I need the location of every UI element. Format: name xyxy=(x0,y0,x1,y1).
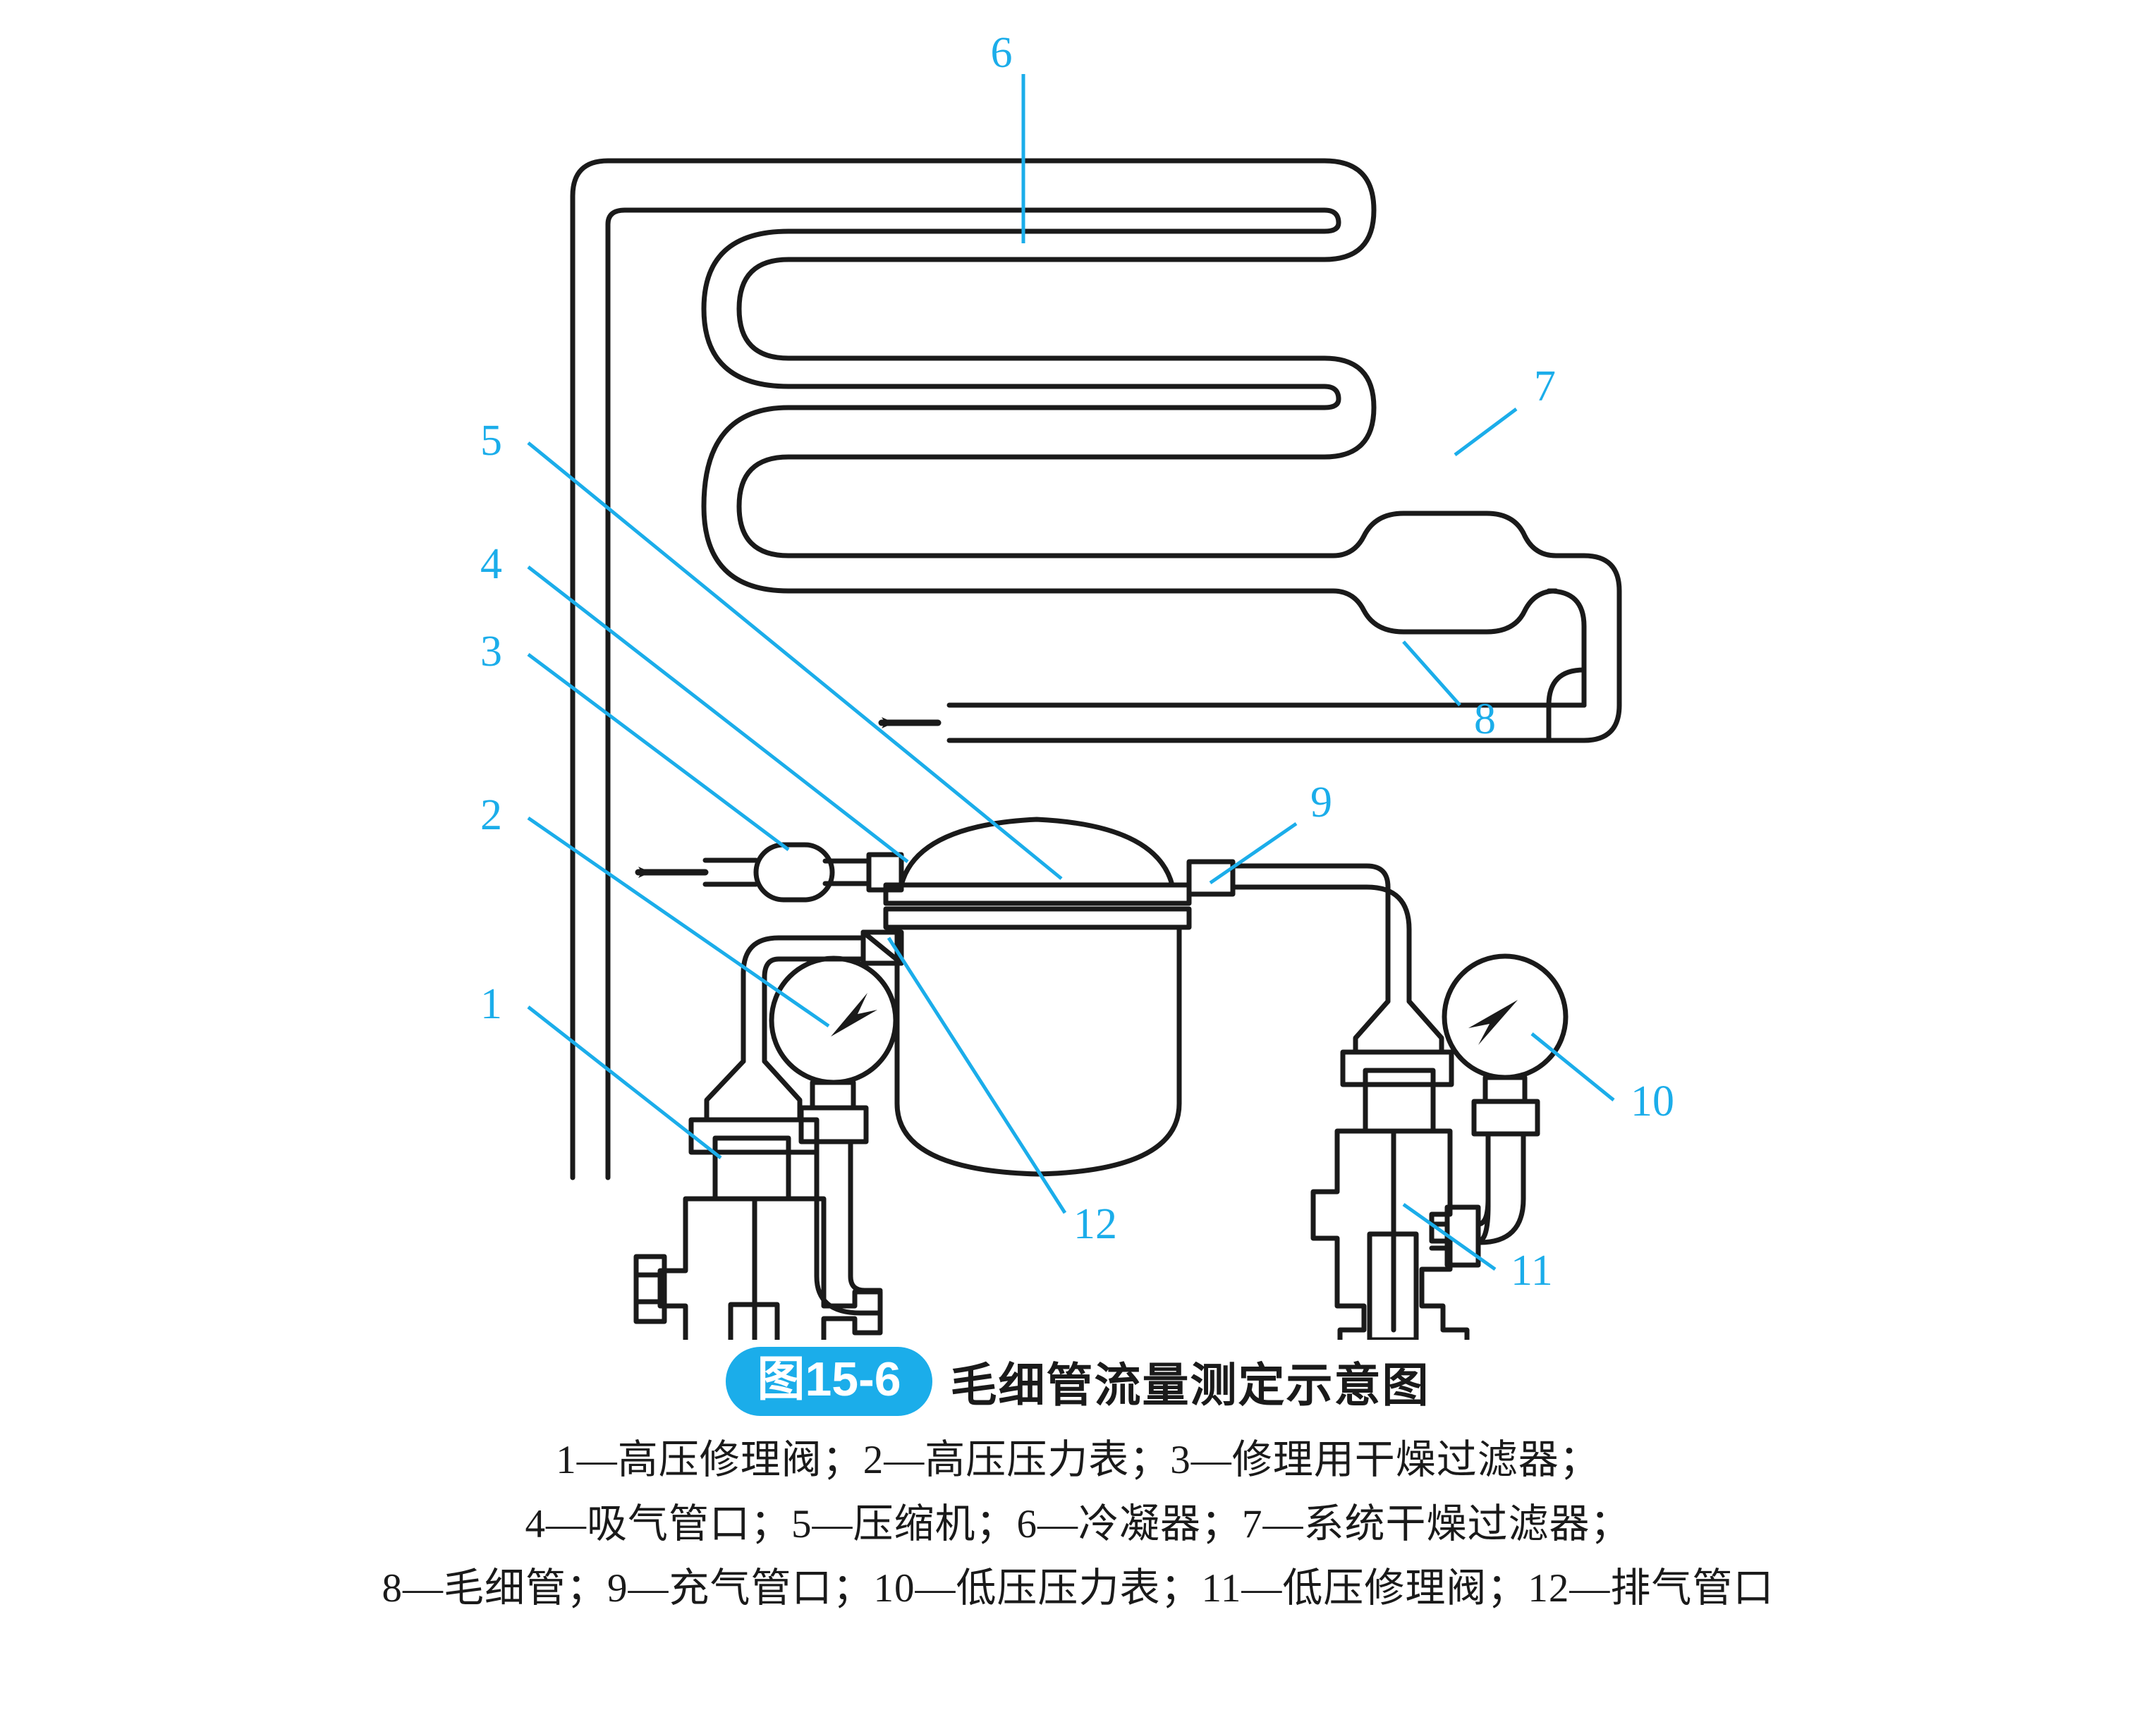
charging-port xyxy=(1186,859,1412,1004)
legend-line-3: 8—毛细管；9—充气管口；10—低压压力表；11—低压修理阀；12—排气管口 xyxy=(382,1566,1774,1611)
low-pressure-gauge-needle xyxy=(1468,1000,1518,1045)
discharge-port xyxy=(860,929,904,966)
legend-line-2: 4—吸气管口；5—压缩机；6—冷凝器；7—系统干燥过滤器； xyxy=(525,1502,1631,1547)
callout-label-8: 8 xyxy=(1474,695,1496,743)
leader-2 xyxy=(527,816,830,1028)
high-pressure-gauge xyxy=(769,955,899,1316)
callout-leaders xyxy=(527,74,1615,1271)
callout-label-11: 11 xyxy=(1511,1247,1553,1295)
schematic-diagram: 6 7 8 5 4 3 2 1 9 10 11 12 xyxy=(480,29,1674,1340)
leader-5 xyxy=(527,441,1063,880)
leader-12 xyxy=(887,936,1067,1214)
callout-label-12: 12 xyxy=(1073,1200,1117,1248)
figure-caption-block: 图15-6 毛细管流量测定示意图 1—高压修理阀；2—高压压力表；3—修理用干燥… xyxy=(0,1347,2156,1608)
high-pressure-service-valve xyxy=(633,1058,883,1340)
discharge-pipe xyxy=(741,935,866,1064)
callout-label-4: 4 xyxy=(480,540,502,588)
callout-label-9: 9 xyxy=(1310,778,1332,826)
low-pressure-gauge xyxy=(1442,953,1569,1245)
callout-label-5: 5 xyxy=(480,417,502,465)
leader-1 xyxy=(527,1006,722,1159)
legend-line-1: 1—高压修理阀；2—高压压力表；3—修理用干燥过滤器； xyxy=(556,1438,1600,1483)
capillary-tube xyxy=(946,667,1622,743)
figure-title-row: 图15-6 毛细管流量测定示意图 xyxy=(0,1347,2156,1417)
leader-7 xyxy=(1454,407,1518,457)
high-pressure-gauge-needle xyxy=(831,993,877,1037)
figure-title: 毛细管流量测定示意图 xyxy=(950,1359,1430,1412)
compressor-shell xyxy=(883,817,1192,1177)
callout-label-6: 6 xyxy=(991,29,1013,77)
leader-3 xyxy=(527,653,790,851)
leader-4 xyxy=(527,566,909,863)
callout-label-7: 7 xyxy=(1534,362,1556,410)
leader-9 xyxy=(1209,822,1298,885)
low-pressure-service-valve xyxy=(1310,998,1481,1340)
condenser-coil-inner xyxy=(605,207,1341,1180)
leader-10 xyxy=(1530,1032,1615,1101)
service-drier-body xyxy=(753,842,835,903)
callout-label-2: 2 xyxy=(480,791,502,839)
callout-label-3: 3 xyxy=(480,628,502,676)
system-filter-drier xyxy=(1330,511,1622,708)
callout-label-10: 10 xyxy=(1631,1077,1674,1125)
figure-number-badge: 图15-6 xyxy=(726,1347,932,1417)
suction-port-and-service-drier xyxy=(702,842,904,903)
condenser-coil-outer xyxy=(570,158,1377,1180)
callout-numbers: 6 7 8 5 4 3 2 1 9 10 11 12 xyxy=(480,29,1674,1295)
leader-11 xyxy=(1402,1202,1497,1271)
leader-8 xyxy=(1402,640,1461,707)
callout-label-1: 1 xyxy=(480,980,502,1028)
